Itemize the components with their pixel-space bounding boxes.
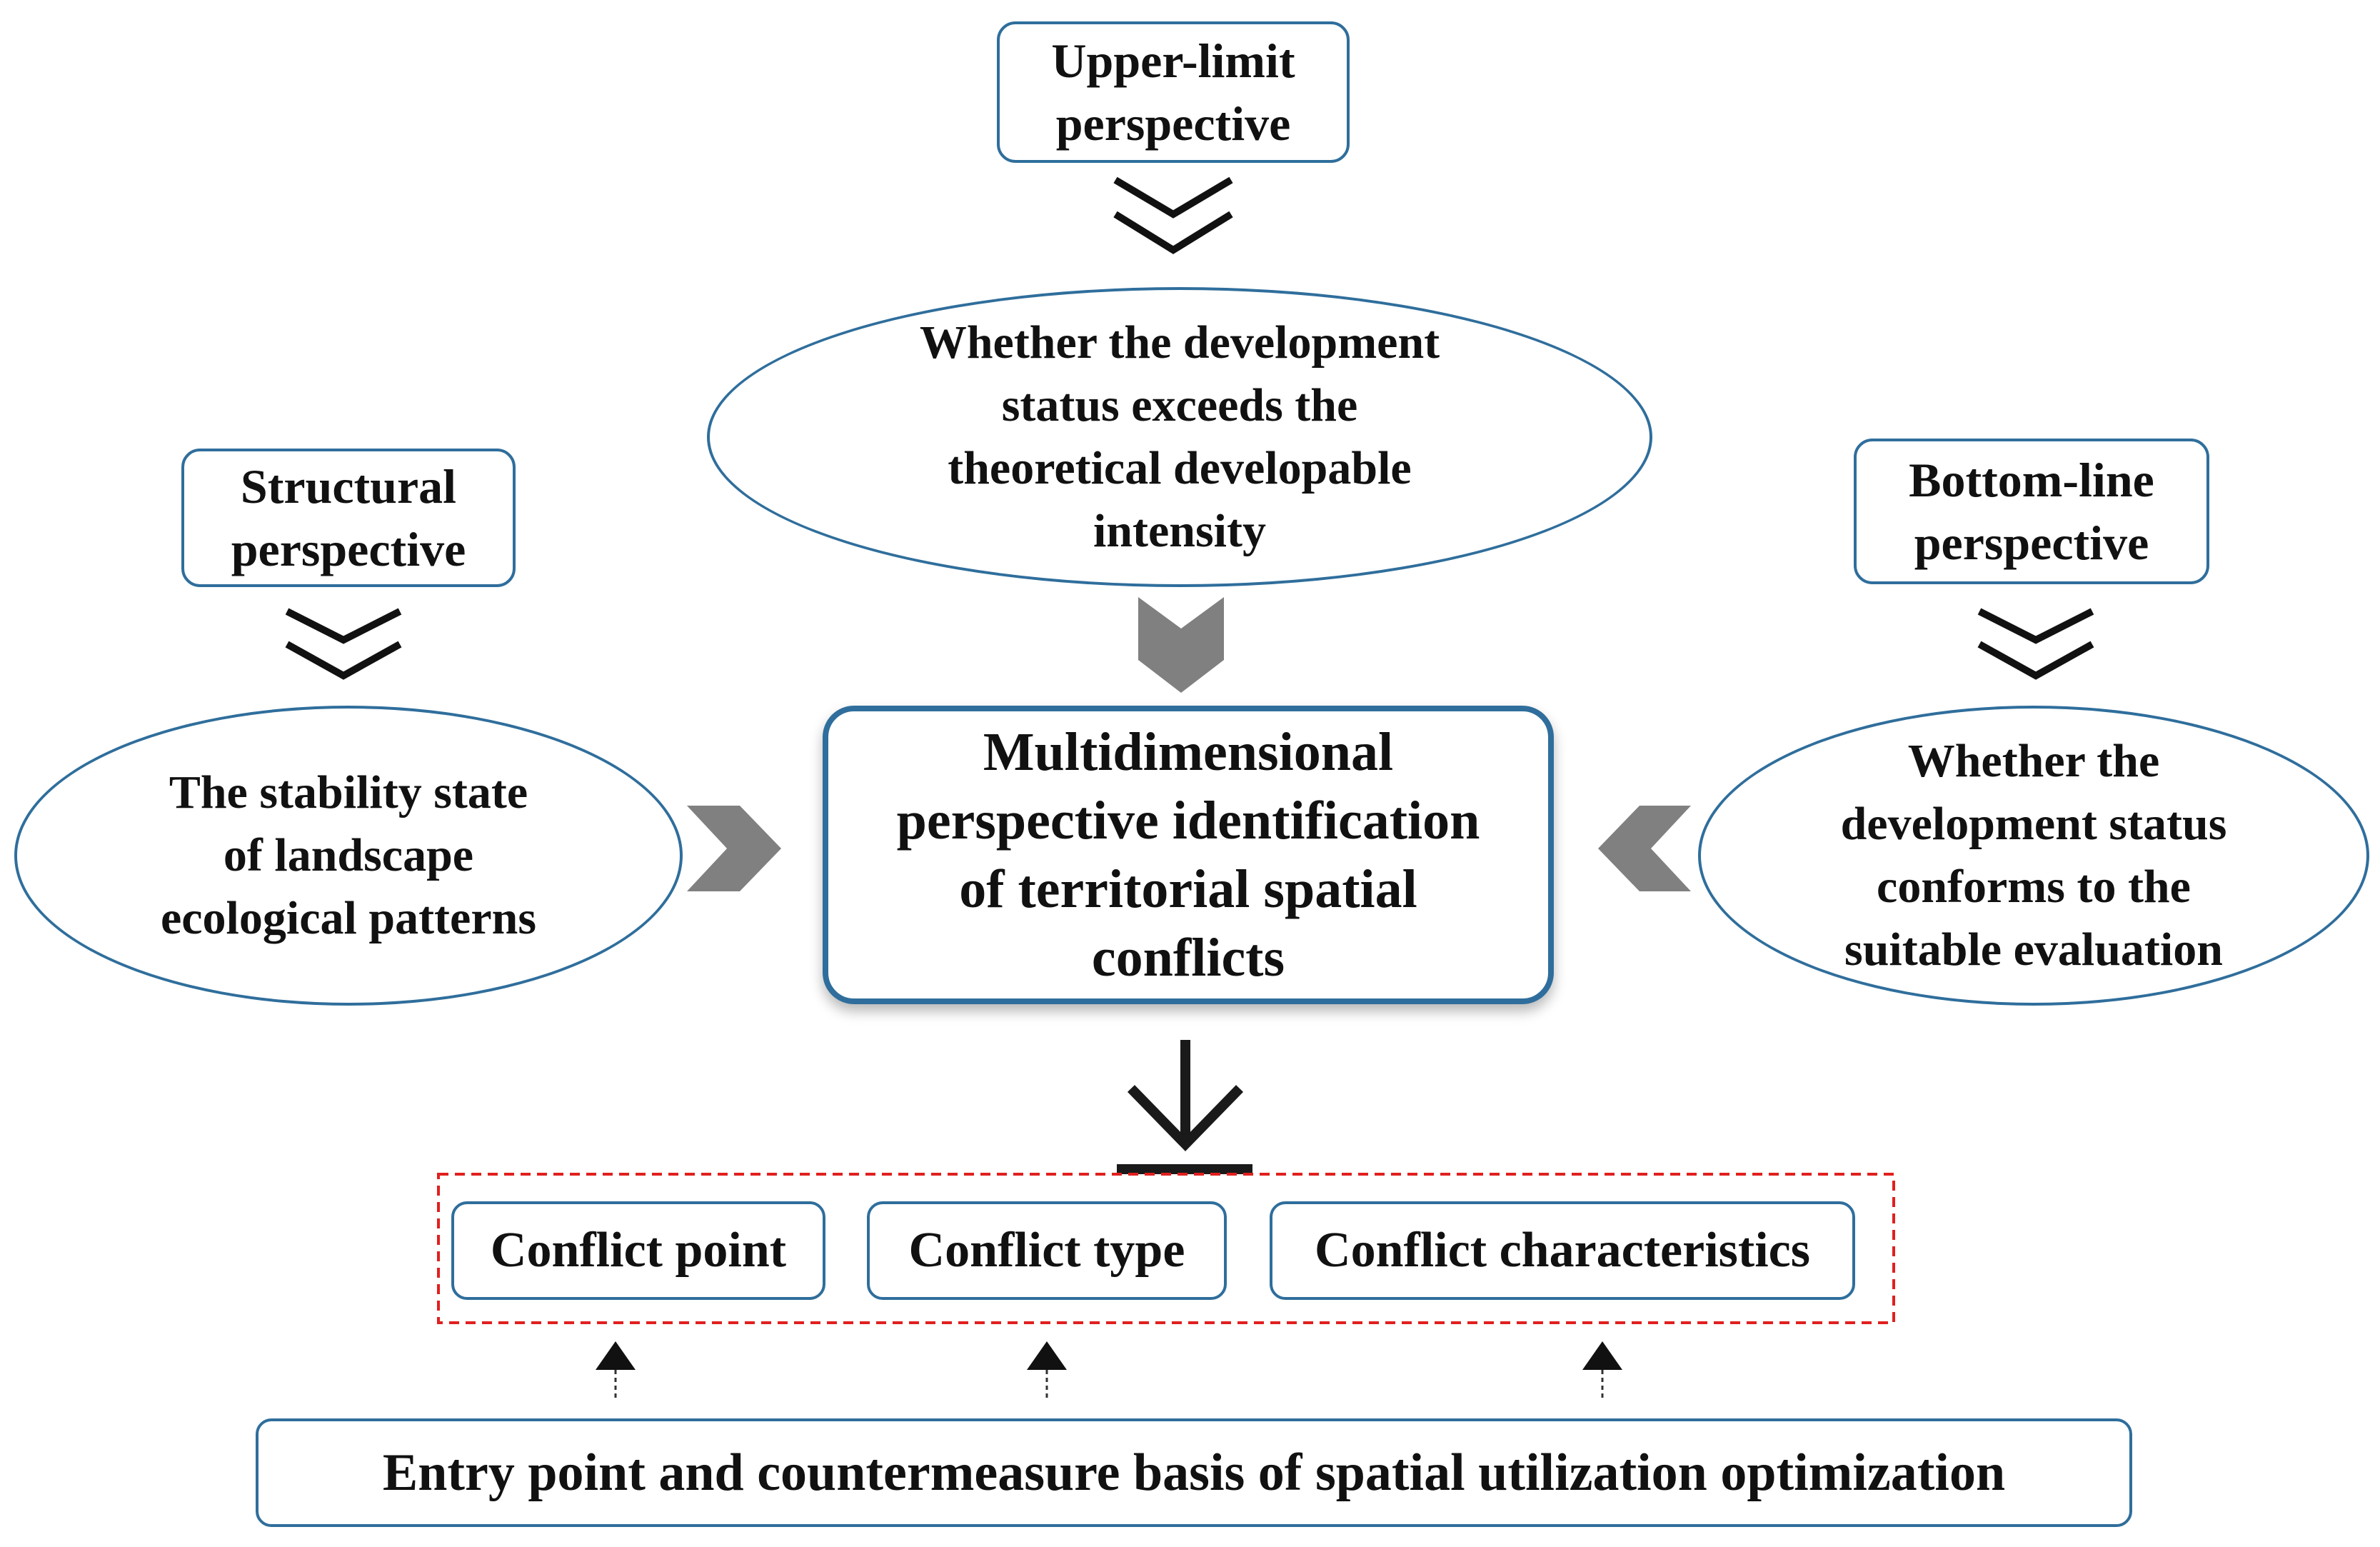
down-arrow-to-outputs [1117, 1040, 1252, 1174]
gray-chevron-down [1138, 597, 1224, 693]
double-chevron-right [1977, 608, 2094, 680]
optimization-basis-box: Entry point and countermeasure basis of … [256, 1418, 2132, 1527]
gray-chevron-right [687, 806, 781, 891]
conflict-characteristics-box: Conflict characteristics [1270, 1201, 1855, 1300]
double-chevron-left [285, 608, 402, 680]
upper-limit-perspective-box: Upper-limit perspective [997, 21, 1350, 163]
up-arrows-from-bottom [596, 1341, 1622, 1401]
double-chevron-top [1113, 176, 1233, 254]
gray-chevron-left [1598, 806, 1691, 891]
center-identification-box: Multidimensional perspective identificat… [823, 706, 1554, 1004]
structural-perspective-box: Structural perspective [181, 449, 516, 587]
outputs-group-border [437, 1173, 1895, 1324]
structural-question-ellipse: The stability state of landscape ecologi… [14, 706, 683, 1006]
conflict-point-box: Conflict point [451, 1201, 825, 1300]
bottom-line-question-ellipse: Whether the development status conforms … [1698, 706, 2369, 1006]
upper-limit-question-ellipse: Whether the development status exceeds t… [707, 287, 1652, 587]
bottom-line-perspective-box: Bottom-line perspective [1854, 439, 2209, 584]
conflict-type-box: Conflict type [867, 1201, 1227, 1300]
